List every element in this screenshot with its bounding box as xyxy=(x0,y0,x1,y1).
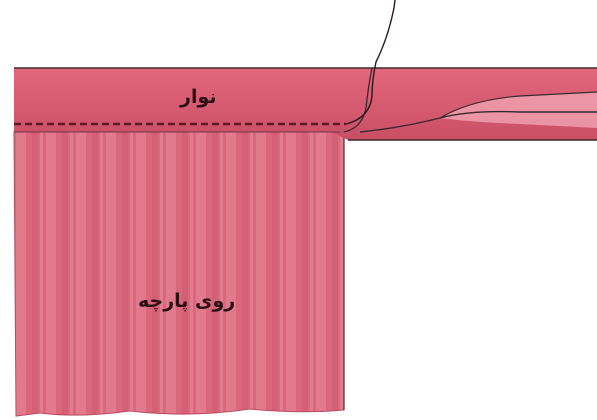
band-label: نوار xyxy=(180,88,217,107)
fabric-face-label: روی پارچه xyxy=(138,292,235,311)
fabric-panel xyxy=(14,132,344,416)
band-strip xyxy=(14,68,597,140)
